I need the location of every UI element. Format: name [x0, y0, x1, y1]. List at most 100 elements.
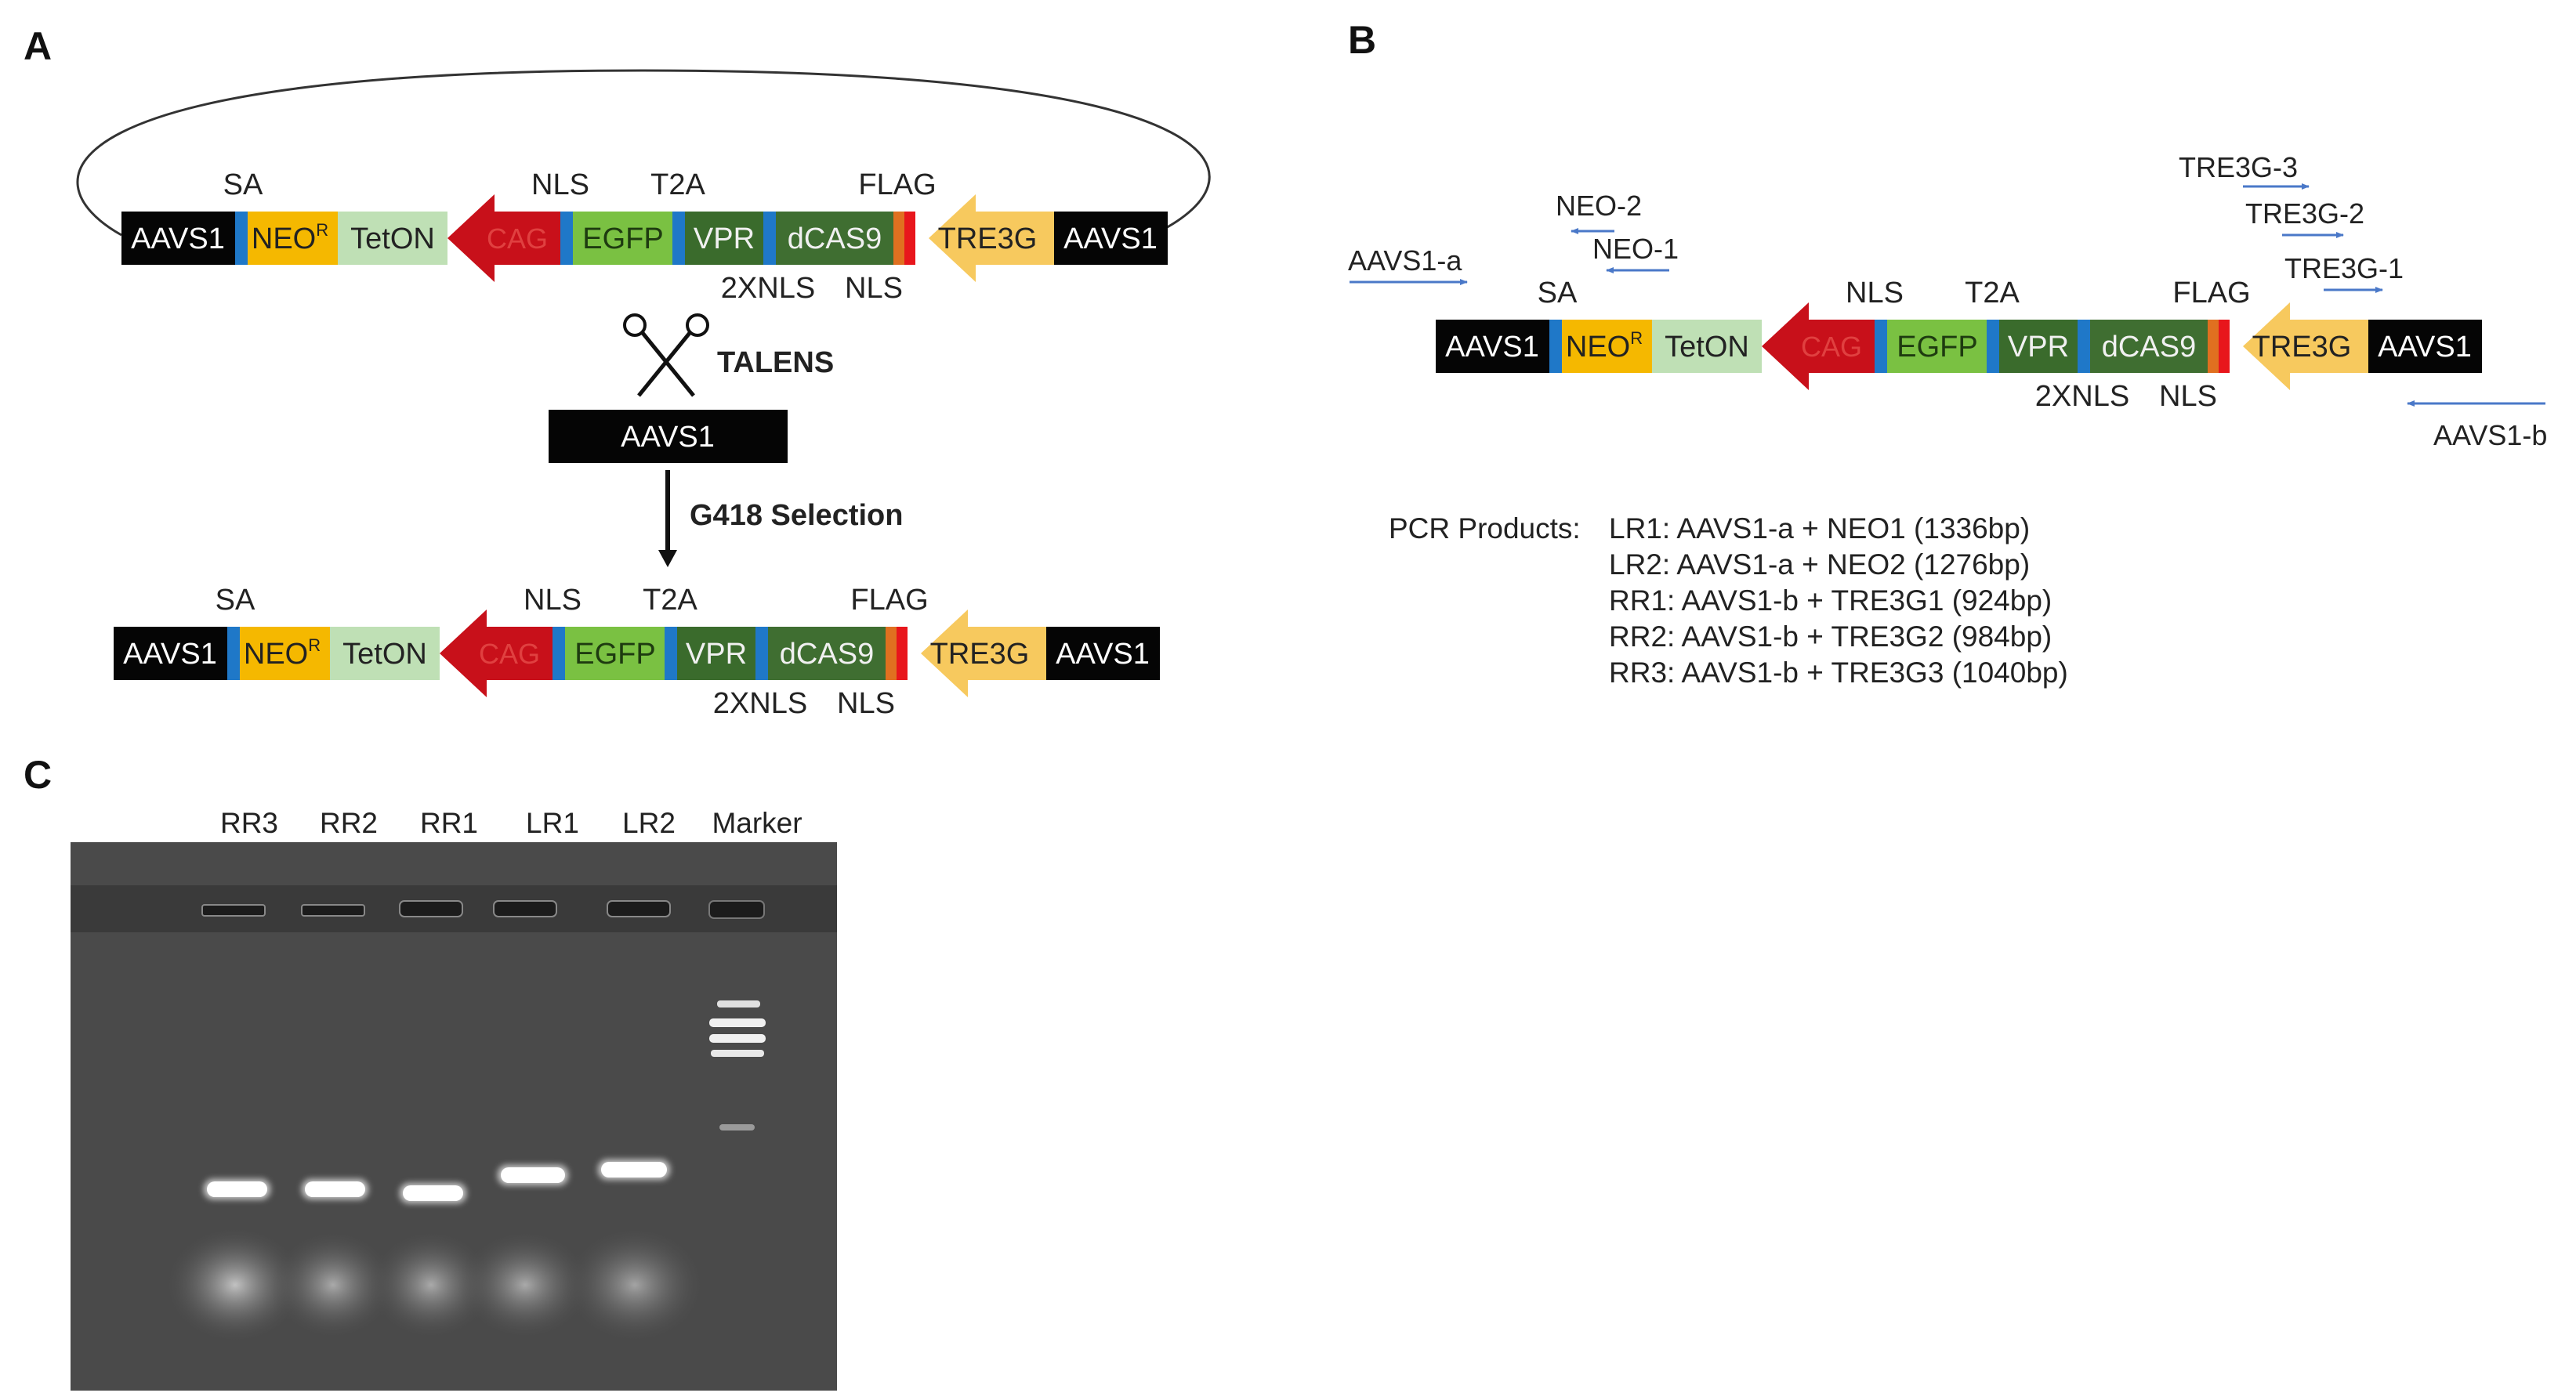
- sa-bar: [235, 212, 248, 265]
- sa-label: SA: [1538, 277, 1578, 309]
- teton-label: TetON: [342, 638, 427, 671]
- gel-smear: [458, 1230, 592, 1340]
- gel-well-3: [399, 900, 463, 917]
- aavs1-locus-label: AAVS1: [621, 421, 715, 454]
- aavs1-label-right: AAVS1: [2378, 331, 2472, 364]
- nls-bar-2: [763, 212, 776, 265]
- pcr-product-lr2: LR2: AAVS1-a + NEO2 (1276bp): [1609, 548, 2031, 581]
- plasmid-backbone: [76, 69, 1211, 237]
- tre3g-label: TRE3G: [938, 222, 1038, 255]
- primer-tre3g-1-label: TRE3G-1: [2284, 252, 2404, 284]
- pcr-product-rr1: RR1: AAVS1-b + TRE3G1 (924bp): [1609, 584, 2052, 617]
- panel-b: AAVS1 NEOR TetON CAG EGFP VPR dCAS9 TRE3…: [1348, 151, 2547, 451]
- egfp-label: EGFP: [1897, 331, 1977, 364]
- ladder-band: [717, 1000, 760, 1007]
- panel-label-b: B: [1348, 18, 1377, 62]
- aavs1-label: AAVS1: [1445, 331, 1539, 364]
- primer-neo-2-label: NEO-2: [1556, 190, 1642, 222]
- vpr-label: VPR: [694, 222, 755, 255]
- dcas9-label: dCAS9: [2102, 331, 2196, 364]
- nls-orange-bar: [2208, 320, 2219, 373]
- nls-label-bottom: NLS: [845, 272, 903, 305]
- neo-label: NEOR: [252, 220, 328, 255]
- nls-bar: [560, 212, 573, 265]
- t2a-label: T2A: [1965, 277, 2020, 309]
- selection-label: G418 Selection: [690, 499, 903, 532]
- ladder-band: [711, 1050, 764, 1057]
- teton-block: [1652, 320, 1762, 373]
- egfp-label: EGFP: [574, 638, 655, 671]
- aavs1-label-right: AAVS1: [1063, 222, 1158, 255]
- lane-label-marker: Marker: [712, 807, 802, 839]
- lane-label-rr3: RR3: [220, 807, 278, 839]
- gel-smear: [270, 1230, 396, 1340]
- sa-bar: [1549, 320, 1562, 373]
- gel-well-6: [708, 900, 765, 919]
- gel-lane-labels: RR3 RR2 RR1 LR1 LR2 Marker: [220, 807, 803, 839]
- aavs1-block: [121, 212, 235, 265]
- ladder-band: [709, 1018, 766, 1027]
- t2a-bar: [665, 627, 677, 680]
- 2xnls-label: 2XNLS: [713, 687, 807, 720]
- teton-label: TetON: [1665, 331, 1749, 364]
- teton-block: [338, 212, 447, 265]
- construct-plasmid: AAVS1 NEOR TetON CAG EGFP VPR dCAS9 TRE3…: [121, 168, 1168, 305]
- vpr-label: VPR: [2008, 331, 2069, 364]
- pcr-heading: PCR Products:: [1389, 512, 1581, 544]
- primer-tre3g-2-label: TRE3G-2: [2245, 197, 2364, 230]
- cag-label: CAG: [479, 638, 540, 670]
- primer-aavs1-a-label: AAVS1-a: [1348, 244, 1462, 277]
- cag-label: CAG: [487, 222, 548, 255]
- t2a-label: T2A: [643, 584, 697, 617]
- nls-label-bottom: NLS: [837, 687, 895, 720]
- lane-label-lr1: LR1: [526, 807, 579, 839]
- tre3g-arrow: [921, 610, 1046, 697]
- band-lr2: [601, 1162, 667, 1178]
- gel-well-1: [201, 904, 266, 917]
- primer-aavs1-b-label: AAVS1-b: [2433, 419, 2547, 451]
- construct-primers: AAVS1 NEOR TetON CAG EGFP VPR dCAS9 TRE3…: [1436, 277, 2482, 413]
- panel-label-a: A: [24, 24, 53, 68]
- flag-bar: [897, 627, 908, 680]
- cag-arrow: [1762, 302, 1875, 390]
- panel-label-c: C: [24, 753, 53, 797]
- flag-label: FLAG: [858, 168, 936, 201]
- gel-well-5: [607, 900, 671, 917]
- 2xnls-label: 2XNLS: [2035, 380, 2129, 413]
- gel-well-2: [301, 904, 365, 917]
- aavs1-label: AAVS1: [123, 638, 217, 671]
- marker-ladder: [709, 1000, 766, 1130]
- nls-orange-bar: [893, 212, 904, 265]
- vpr-block: [1999, 320, 2078, 373]
- tre3g-label: TRE3G: [2252, 331, 2352, 364]
- sa-bar: [227, 627, 240, 680]
- sa-label: SA: [216, 584, 255, 617]
- aavs1-label: AAVS1: [131, 222, 225, 255]
- nls-label: NLS: [1846, 277, 1904, 309]
- nls-bar-2: [2078, 320, 2090, 373]
- teton-block: [330, 627, 440, 680]
- aavs1-locus: [549, 410, 788, 463]
- nls-bar-2: [755, 627, 768, 680]
- nls-bar: [553, 627, 565, 680]
- nls-label: NLS: [524, 584, 582, 617]
- dcas9-label: dCAS9: [780, 638, 874, 671]
- t2a-bar: [1987, 320, 1999, 373]
- talens-label: TALENS: [717, 346, 834, 379]
- gel-bands: [204, 1159, 670, 1203]
- flag-bar: [904, 212, 915, 265]
- flag-label: FLAG: [2172, 277, 2250, 309]
- panel-a: AAVS1 NEOR TetON CAG EGFP VPR dCAS9 TRE3…: [76, 69, 1211, 720]
- lane-label-lr2: LR2: [622, 807, 676, 839]
- aavs1-block: [114, 627, 227, 680]
- primer-tre3g-3-label: TRE3G-3: [2179, 151, 2298, 183]
- nls-orange-bar: [886, 627, 897, 680]
- gel-smear: [368, 1230, 494, 1340]
- sa-label: SA: [223, 168, 263, 201]
- dcas9-label: dCAS9: [788, 222, 882, 255]
- neo-label: NEOR: [1566, 328, 1643, 364]
- cag-arrow: [440, 610, 553, 697]
- primer-neo-1-label: NEO-1: [1592, 233, 1679, 265]
- ladder-band: [709, 1034, 766, 1043]
- lane-label-rr1: RR1: [420, 807, 478, 839]
